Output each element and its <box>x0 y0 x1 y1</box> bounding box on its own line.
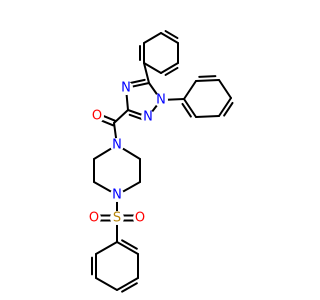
sulfonyl-oxygen-left-label: O <box>89 211 99 226</box>
top-phenyl-bond-1 <box>160 32 179 44</box>
right-phenyl-bond-3 <box>218 97 232 117</box>
carbonyl-oxygen-label-bg <box>90 109 104 123</box>
sulfonyl-oxygen-left-label-bg <box>87 211 101 225</box>
right-phenyl-bond-3-inner <box>223 101 234 117</box>
n1-label: N <box>156 93 166 108</box>
right-phenyl-bond-1 <box>183 98 197 118</box>
right-phenyl-bond-5-inner <box>198 75 217 78</box>
right-phenyl-bond-1-inner <box>181 102 192 118</box>
piperazine-n2-label: N <box>112 188 122 203</box>
right-phenyl-bond-6 <box>183 80 197 100</box>
piperazine-n1-label-bg <box>110 138 124 152</box>
piperazine-n2-label-bg <box>110 188 124 202</box>
top-phenyl-bond-1-inner <box>164 30 179 40</box>
top-phenyl-bond-3 <box>160 62 179 74</box>
n4-label: N <box>121 81 131 96</box>
bottom-phenyl-bond-1 <box>116 241 139 255</box>
bottom-phenyl-bond-1-inner <box>121 239 138 250</box>
n4-label-bg <box>119 81 133 95</box>
bottom-phenyl-bond-4 <box>95 277 118 291</box>
sulfonyl-oxygen-right-label: O <box>135 211 145 226</box>
top-phenyl-bond-3-inner <box>164 66 179 76</box>
sulfonyl-oxygen-right-label-bg <box>133 211 147 225</box>
top-phenyl-bond-6 <box>143 32 162 44</box>
top-phenyl-bond-4 <box>143 62 162 74</box>
piperazine-n1-label: N <box>112 138 122 153</box>
phenyl-triazole-bond <box>143 62 150 84</box>
bonds <box>91 30 234 293</box>
carbonyl-oxygen-label: O <box>92 109 102 124</box>
triazole-bond-n4-c5-inner <box>127 78 146 85</box>
bottom-phenyl-bond-3 <box>116 277 139 291</box>
sulfur-label: S <box>113 211 121 226</box>
sulfur-label-bg <box>110 211 124 225</box>
right-phenyl-bond-5 <box>195 79 220 82</box>
n2-label-bg <box>141 110 155 124</box>
triazole-carbonyl-bond <box>113 109 129 124</box>
n2-label: N <box>143 110 153 125</box>
right-phenyl-bond-2 <box>195 115 220 118</box>
bottom-phenyl-bond-3-inner <box>121 282 138 293</box>
n1-label-bg <box>154 93 168 107</box>
right-phenyl-bond-4 <box>218 79 232 99</box>
bottom-phenyl-bond-6 <box>95 241 118 255</box>
